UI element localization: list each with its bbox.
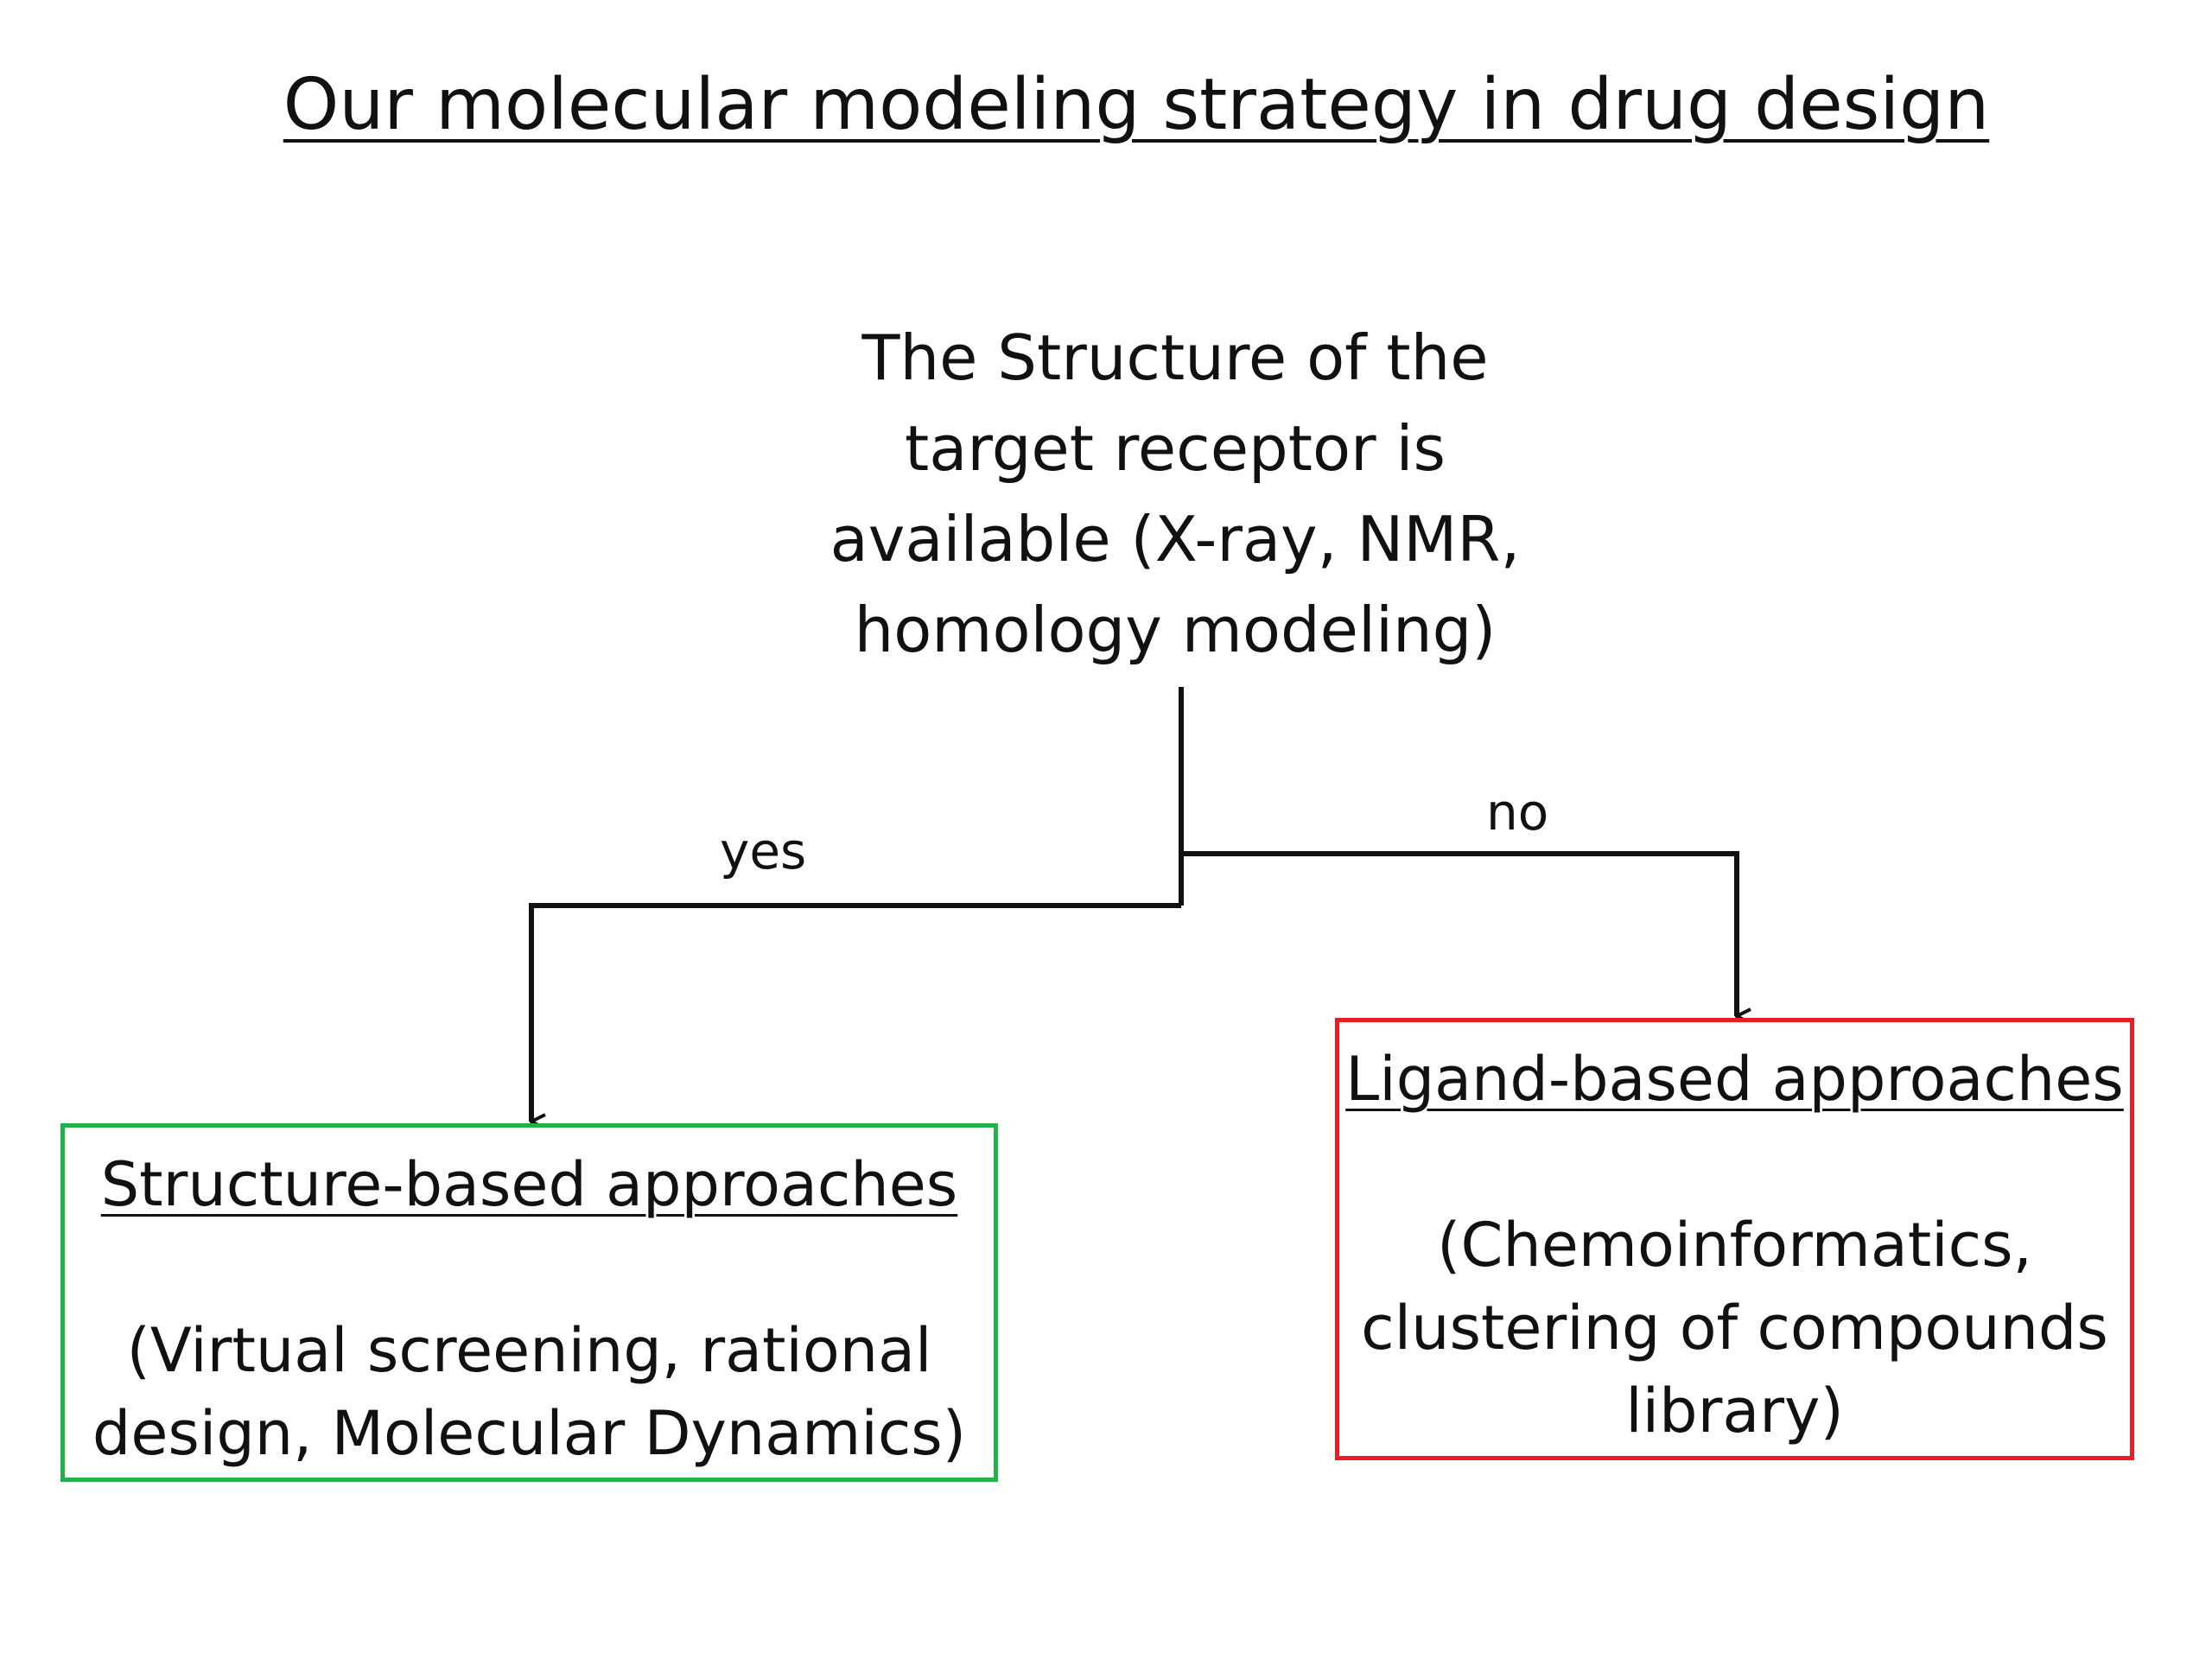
question-line: The Structure of the <box>861 321 1489 394</box>
ligand-based-heading: Ligand-based approaches <box>1345 1044 2124 1115</box>
question-line: available (X-ray, NMR, <box>830 503 1521 575</box>
structure-based-box: Structure-based approaches (Virtual scre… <box>60 1123 998 1482</box>
ligand-based-detail: clustering of compounds <box>1361 1293 2108 1363</box>
ligand-based-box: Ligand-based approaches (Chemoinformatic… <box>1335 1018 2134 1460</box>
structure-based-detail: (Virtual screening, rational <box>126 1315 932 1386</box>
question-line: homology modeling) <box>854 594 1497 666</box>
ligand-based-detail: library) <box>1625 1376 1844 1446</box>
question-line: target receptor is <box>905 412 1446 485</box>
no-connector <box>1181 851 1737 1016</box>
no-label: no <box>1486 783 1549 842</box>
structure-based-heading: Structure-based approaches <box>100 1149 958 1220</box>
diagram-title: Our molecular modeling strategy in drug … <box>283 64 1990 146</box>
decision-question: The Structure of the target receptor is … <box>830 313 1521 676</box>
yes-connector <box>529 903 1181 1122</box>
yes-label: yes <box>720 822 807 880</box>
ligand-based-detail: (Chemoinformatics, <box>1437 1210 2032 1281</box>
structure-based-detail: design, Molecular Dynamics) <box>92 1398 967 1469</box>
